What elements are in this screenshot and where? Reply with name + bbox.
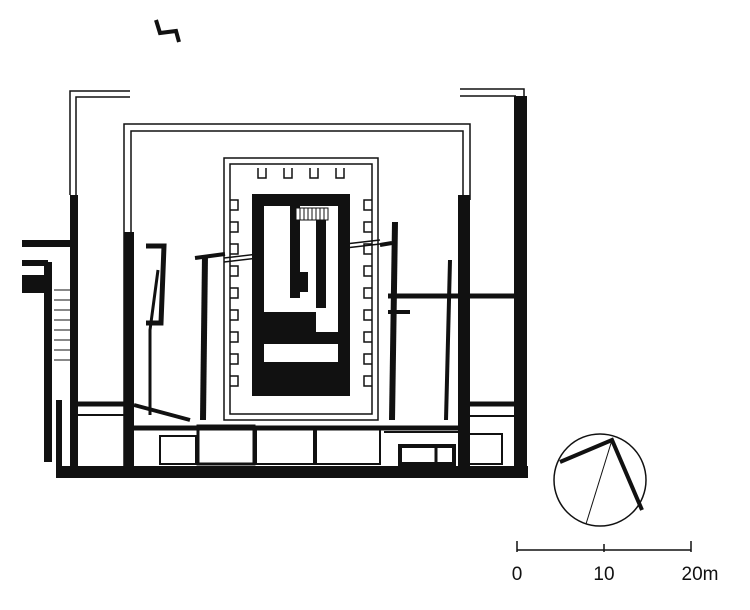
temple-core (252, 194, 350, 396)
scale-label-20m: 20m (682, 564, 719, 585)
left-crenellations (230, 199, 239, 387)
wall-fragment (154, 19, 181, 43)
outer-walls (56, 96, 528, 478)
right-inner-rooms (379, 221, 516, 421)
north-arrow-icon (553, 433, 647, 527)
scale-label-0: 0 (512, 564, 523, 585)
right-crenellations (363, 199, 372, 387)
left-annex (22, 240, 70, 462)
staircase (54, 289, 70, 361)
bracket-wall (146, 243, 167, 326)
left-inner-rooms (133, 252, 226, 422)
altar-stairs (295, 207, 329, 221)
south-rooms (134, 424, 503, 466)
left-lower-room (78, 401, 124, 416)
scale-bar: 0 10 20m (512, 541, 719, 585)
temple-platform (223, 157, 381, 421)
scale-label-10: 10 (593, 564, 614, 585)
inner-walls (124, 195, 470, 472)
outer-enclosure (69, 88, 525, 195)
